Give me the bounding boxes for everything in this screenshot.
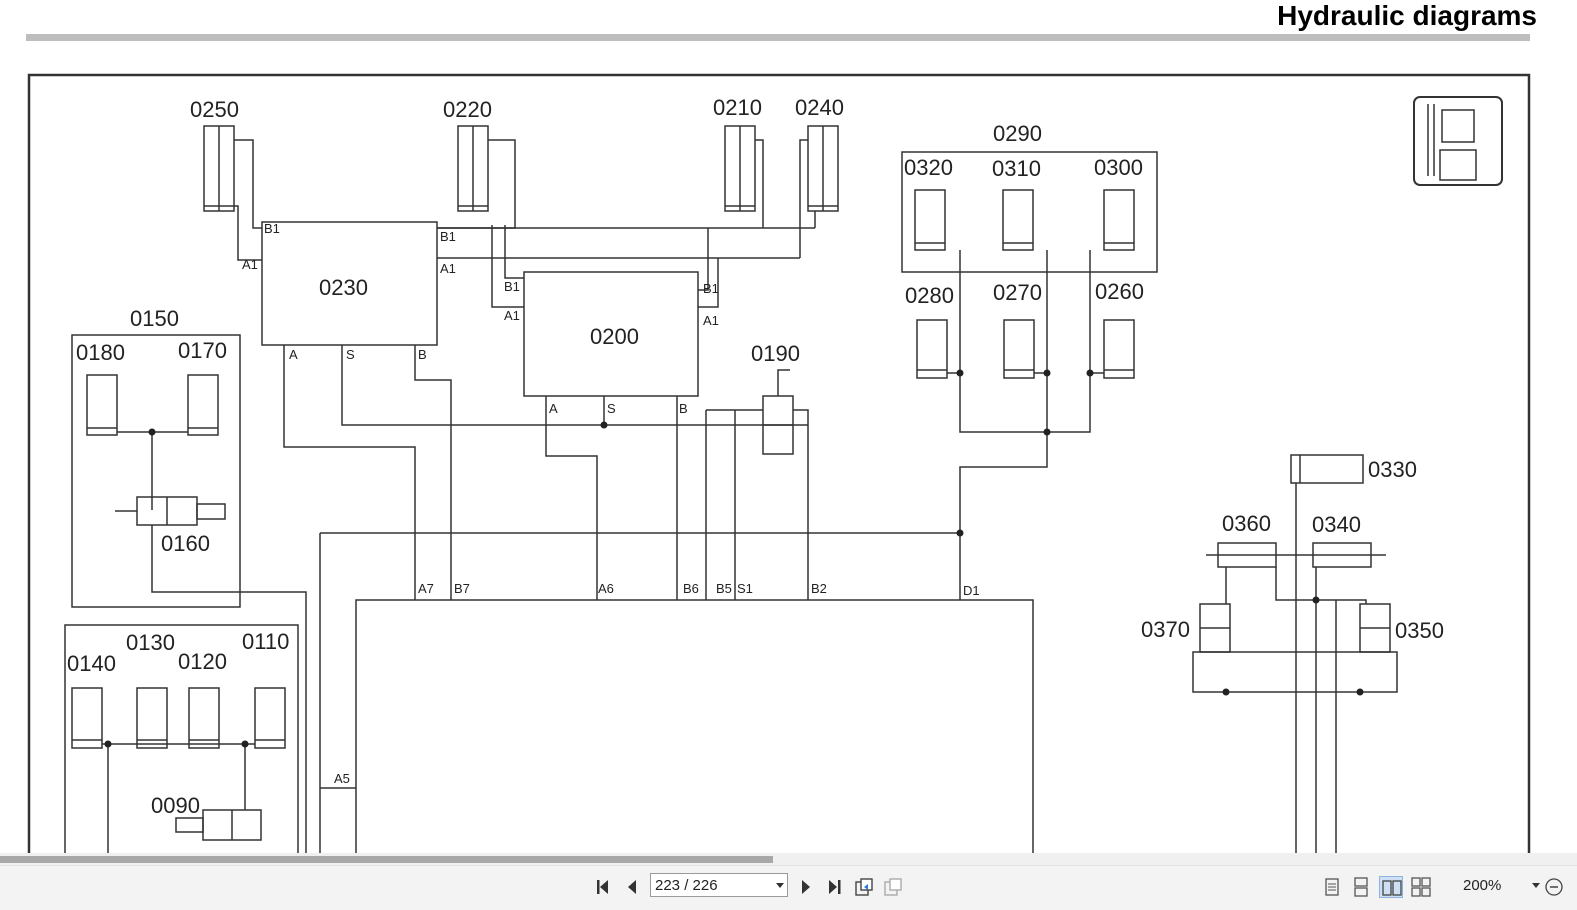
port-b1-0200-right: B1: [703, 281, 719, 296]
title-divider: [26, 34, 1530, 41]
port-s-0200: S: [607, 401, 616, 416]
label-0180: 0180: [76, 340, 125, 365]
label-0210: 0210: [713, 95, 762, 120]
label-0330: 0330: [1368, 457, 1417, 482]
continuous-facing-icon[interactable]: [1409, 876, 1433, 898]
label-0200: 0200: [590, 324, 639, 349]
label-0250: 0250: [190, 97, 239, 122]
port-b2: B2: [811, 581, 827, 596]
label-0290: 0290: [993, 121, 1042, 146]
label-0310: 0310: [992, 156, 1041, 181]
label-0190: 0190: [751, 341, 800, 366]
label-0370: 0370: [1141, 617, 1190, 642]
label-0260: 0260: [1095, 279, 1144, 304]
label-0270: 0270: [993, 280, 1042, 305]
port-a5: A5: [334, 771, 350, 786]
port-s1: S1: [737, 581, 753, 596]
port-a1-0230-right: A1: [440, 261, 456, 276]
label-0130: 0130: [126, 630, 175, 655]
label-0230: 0230: [319, 275, 368, 300]
facing-pages-icon[interactable]: [1379, 876, 1403, 898]
port-b1-0200-left: B1: [504, 279, 520, 294]
port-b1-0230-right: B1: [440, 229, 456, 244]
previous-page-icon[interactable]: [621, 876, 645, 898]
port-b1-0230-left: B1: [264, 221, 280, 236]
label-0300: 0300: [1094, 155, 1143, 180]
label-0360: 0360: [1222, 511, 1271, 536]
zoom-dropdown-icon[interactable]: [1532, 883, 1540, 888]
port-a1-0200-left: A1: [504, 308, 520, 323]
page-number-input[interactable]: [655, 876, 765, 894]
port-b7: B7: [454, 581, 470, 596]
port-a1-0230-left: A1: [242, 257, 258, 272]
label-0280: 0280: [905, 283, 954, 308]
last-page-icon[interactable]: [822, 876, 846, 898]
port-a6: A6: [598, 581, 614, 596]
port-a7: A7: [418, 581, 434, 596]
port-s-0230: S: [346, 347, 355, 362]
next-page-icon[interactable]: [794, 876, 818, 898]
label-0090: 0090: [151, 793, 200, 818]
label-0160: 0160: [161, 531, 210, 556]
port-b5: B5: [716, 581, 732, 596]
port-d1: D1: [963, 583, 980, 598]
label-0340: 0340: [1312, 512, 1361, 537]
horizontal-scroll-thumb[interactable]: [0, 856, 773, 863]
port-b-0230: B: [418, 347, 427, 362]
port-a1-0200-right: A1: [703, 313, 719, 328]
label-0220: 0220: [443, 97, 492, 122]
label-0140: 0140: [67, 651, 116, 676]
port-a-0230: A: [289, 347, 298, 362]
next-view-icon[interactable]: [881, 876, 905, 898]
zoom-level[interactable]: 200%: [1463, 877, 1502, 894]
page-title: Hydraulic diagrams: [1277, 0, 1537, 31]
label-0170: 0170: [178, 338, 227, 363]
label-0320: 0320: [904, 155, 953, 180]
label-0150: 0150: [130, 306, 179, 331]
continuous-page-icon[interactable]: [1349, 876, 1373, 898]
label-0120: 0120: [178, 649, 227, 674]
previous-view-icon[interactable]: [852, 876, 876, 898]
label-0240: 0240: [795, 95, 844, 120]
first-page-icon[interactable]: [592, 876, 616, 898]
label-0350: 0350: [1395, 618, 1444, 643]
port-b6: B6: [683, 581, 699, 596]
page-selector[interactable]: [650, 873, 788, 897]
port-a-0200: A: [549, 401, 558, 416]
hydraulic-diagram: 0250 0220 0210 0240 0290 0320 0310 0300 …: [27, 73, 1531, 853]
viewer-toolbar: [0, 865, 1577, 910]
single-page-icon[interactable]: [1320, 876, 1344, 898]
label-0110: 0110: [242, 629, 289, 654]
port-b-0200: B: [679, 401, 688, 416]
chevron-down-icon[interactable]: [776, 883, 784, 888]
zoom-out-icon[interactable]: [1543, 876, 1567, 898]
